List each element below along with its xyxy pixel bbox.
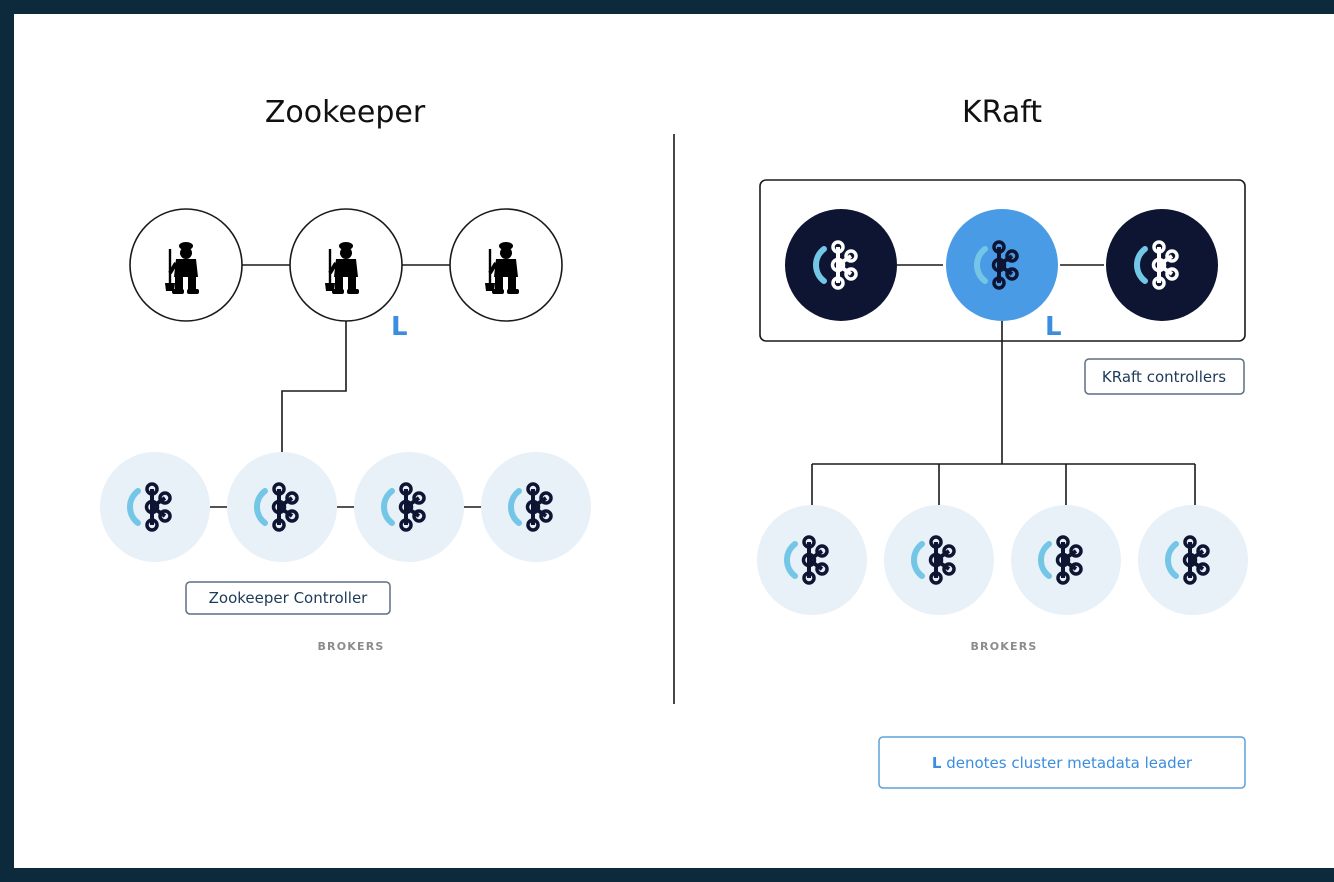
kraft-controllers-box: [1084, 358, 1245, 395]
legend-box: [878, 736, 1246, 789]
kraft-controllers-label: KRaft controllers: [1102, 368, 1226, 386]
zookeeper-controller-label: Zookeeper Controller: [209, 589, 369, 607]
kraft-broker-2: [884, 505, 994, 615]
zookeeper-node-1: [129, 208, 243, 322]
kraft-controller-3: [1106, 209, 1218, 321]
kraft-controller-1: [785, 209, 897, 321]
kraft-leader-mark: L: [1045, 312, 1062, 342]
zk-broker-2-controller: [227, 452, 337, 562]
zookeeper-controller-box: [185, 581, 391, 615]
zookeeper-brokers-caption: BROKERS: [317, 640, 384, 653]
zk-broker-3: [354, 452, 464, 562]
zookeeper-node-2-leader: [289, 208, 403, 322]
legend-description: denotes cluster metadata leader: [941, 754, 1192, 772]
legend-symbol: L: [932, 754, 942, 772]
kraft-controller-2-leader: [946, 209, 1058, 321]
kraft-brokers-caption: BROKERS: [970, 640, 1037, 653]
zookeeper-title: Zookeeper: [265, 95, 426, 130]
kraft-broker-4: [1138, 505, 1248, 615]
legend-text: L denotes cluster metadata leader: [932, 754, 1193, 772]
zookeeper-node-3: [449, 208, 563, 322]
zk-to-broker-connector: [281, 321, 347, 459]
kraft-title: KRaft: [962, 95, 1042, 130]
kraft-broker-1: [757, 505, 867, 615]
zk-broker-4: [481, 452, 591, 562]
kraft-broker-3: [1011, 505, 1121, 615]
zk-broker-1: [100, 452, 210, 562]
diagram-canvas: Zookeeper KRaft L Zookeeper Controller: [14, 14, 1334, 868]
zookeeper-leader-mark: L: [391, 312, 408, 342]
